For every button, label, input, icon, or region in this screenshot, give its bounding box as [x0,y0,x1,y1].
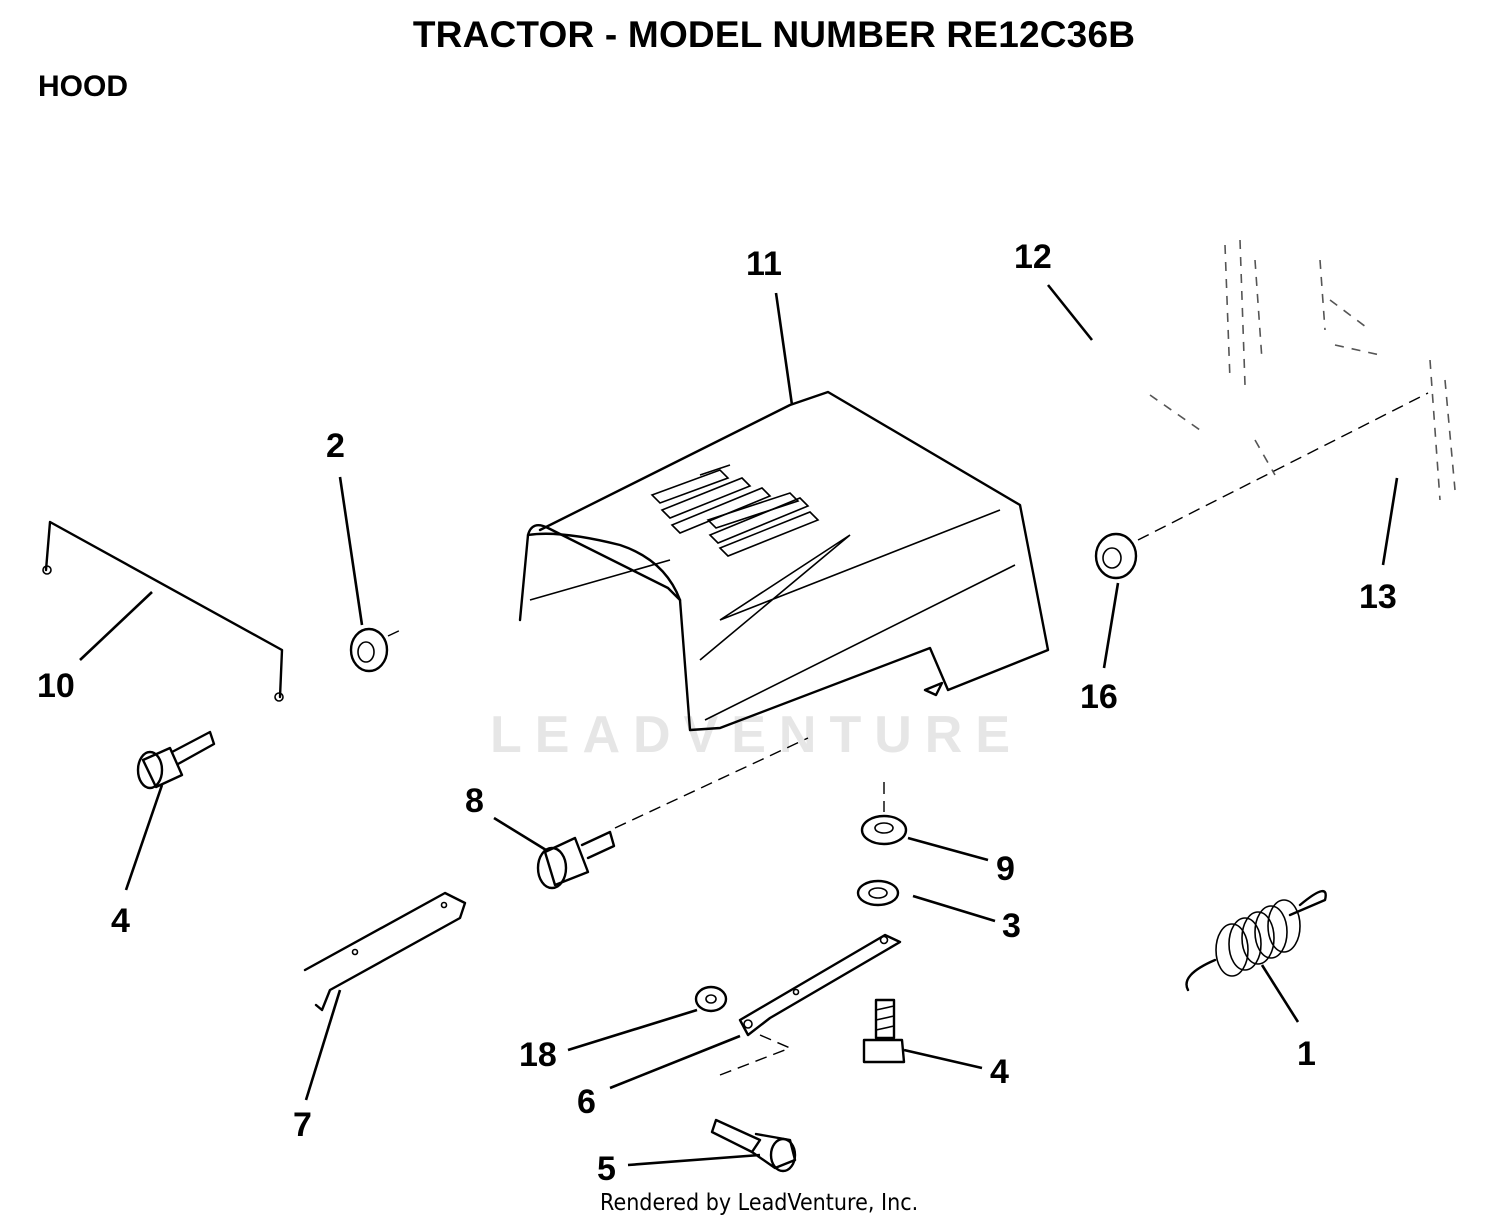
callout-1: 1 [1297,1035,1316,1073]
bolt-4-left [136,730,216,790]
callout-13: 13 [1359,578,1397,616]
callout-6: 6 [577,1083,596,1121]
callout-5: 5 [597,1150,616,1188]
bolt-5 [710,1118,797,1173]
leader-lines [79,284,1399,1167]
callout-16: 16 [1080,678,1118,716]
nut-2 [349,627,406,673]
section-label: HOOD [38,70,128,103]
diagram-title: TRACTOR - MODEL NUMBER RE12C36B [412,14,1136,55]
spring-1 [1185,890,1327,992]
callout-9: 9 [996,850,1015,888]
hood-rod [42,520,284,702]
callout-4-right: 4 [990,1053,1009,1091]
bolt-8 [536,737,809,890]
callout-7: 7 [293,1106,312,1144]
washer-18 [694,985,728,1013]
nut-16 [1094,392,1429,580]
hood [518,390,1050,732]
nut-9 [860,782,908,846]
callout-3: 3 [1002,907,1021,945]
callout-12: 12 [1014,238,1052,276]
bolt-4-right [862,998,906,1064]
callout-4-left: 4 [111,902,130,940]
strap-6 [719,933,902,1076]
frame-outline [1149,239,1456,501]
footer-credit: Rendered by LeadVenture, Inc. [600,1190,919,1216]
callout-10: 10 [37,667,75,705]
callout-2: 2 [326,427,345,465]
bracket-7 [303,891,467,1012]
callout-8: 8 [465,782,484,820]
callout-18: 18 [519,1036,557,1074]
callout-11: 11 [746,245,782,283]
washer-3 [856,879,900,907]
